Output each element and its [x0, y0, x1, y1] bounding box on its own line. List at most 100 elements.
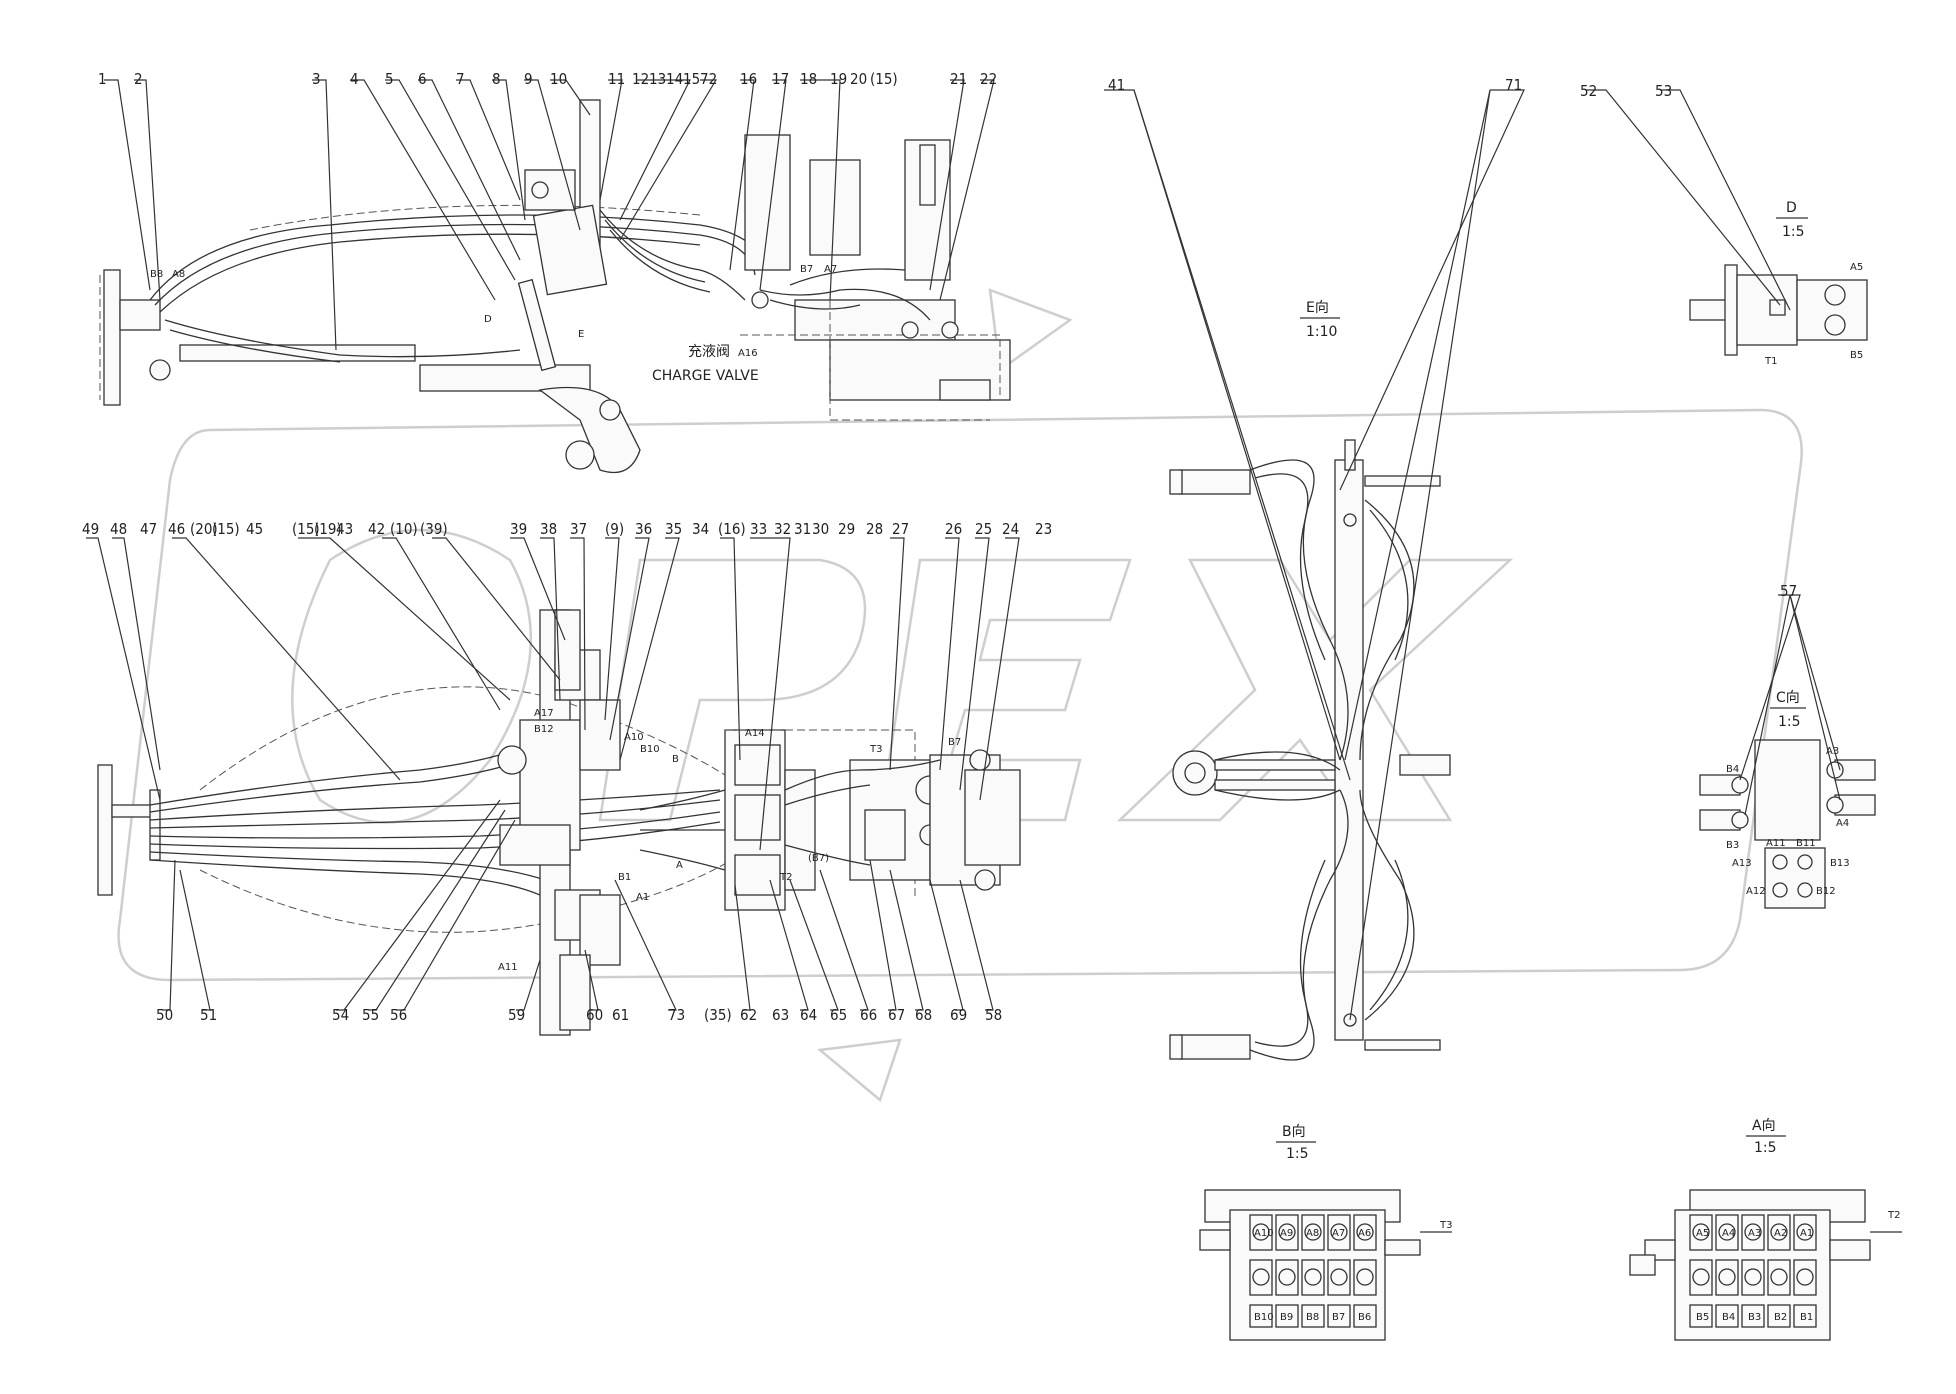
label-63: 63	[772, 1006, 789, 1024]
label-50: 50	[156, 1006, 173, 1024]
label-56: 56	[390, 1006, 407, 1024]
label-2: 2	[134, 70, 143, 88]
port-b3-c: B3	[1726, 840, 1739, 851]
port-a13-c: A13	[1732, 858, 1752, 869]
b-port-a10: A10	[1254, 1228, 1274, 1239]
view-e-title: E向	[1306, 300, 1329, 316]
label-36: 36	[635, 520, 652, 538]
label-59: 59	[508, 1006, 525, 1024]
section-d: D	[484, 314, 492, 325]
port-b4-c: B4	[1726, 764, 1739, 775]
label-30: 30	[812, 520, 829, 538]
leader-lines-top	[104, 79, 995, 351]
port-a12-c: A12	[1746, 886, 1766, 897]
label-18: 18	[800, 70, 817, 88]
label-7: 7	[456, 70, 465, 88]
a-port-b1: B1	[1800, 1312, 1813, 1323]
port-b12: B12	[534, 724, 554, 735]
label-35: 35	[665, 520, 682, 538]
a-port-a2: A2	[1774, 1228, 1787, 1239]
port-a5-d: A5	[1850, 262, 1863, 273]
port-a8: A8	[172, 269, 185, 280]
view-c-drawing	[1699, 594, 1876, 909]
label-9: 9	[524, 70, 533, 88]
port-b7-plan: B7	[948, 737, 961, 748]
label-46: 46	[168, 520, 185, 538]
view-b-title: B向	[1282, 1124, 1306, 1140]
plan-view-drawing	[97, 609, 1021, 1036]
label-21: 21	[950, 70, 967, 88]
label-64: 64	[800, 1006, 817, 1024]
label-39-ref: (39)	[420, 520, 448, 538]
label-29: 29	[838, 520, 855, 538]
label-71: 71	[1505, 76, 1522, 94]
b-port-a7: A7	[1332, 1228, 1345, 1239]
a-port-a4: A4	[1722, 1228, 1735, 1239]
label-6: 6	[418, 70, 427, 88]
label-15-ref-a: (15)	[212, 520, 240, 538]
label-66: 66	[860, 1006, 877, 1024]
a-port-b3: B3	[1748, 1312, 1761, 1323]
label-34: 34	[692, 520, 709, 538]
label-10: 10	[550, 70, 567, 88]
label-47: 47	[140, 520, 157, 538]
label-45: 45	[246, 520, 263, 538]
port-b7-ref: (B7)	[808, 853, 829, 864]
charge-valve-label-en: CHARGE VALVE	[652, 368, 759, 384]
label-12: 12	[632, 70, 649, 88]
label-31: 31	[794, 520, 811, 538]
b-port-b7: B7	[1332, 1312, 1345, 1323]
port-a3-c: A3	[1826, 746, 1839, 757]
port-t3-plan: T3	[869, 744, 882, 755]
label-67: 67	[888, 1006, 905, 1024]
label-23: 23	[1035, 520, 1052, 538]
b-port-b6: B6	[1358, 1312, 1371, 1323]
label-51: 51	[200, 1006, 217, 1024]
section-a: A	[676, 860, 683, 871]
label-72: 72	[700, 70, 717, 88]
label-27: 27	[892, 520, 909, 538]
label-39: 39	[510, 520, 527, 538]
port-b8: B8	[150, 269, 163, 280]
view-a-drawing	[1629, 1189, 1902, 1341]
label-61: 61	[612, 1006, 629, 1024]
view-b-drawing	[1199, 1189, 1452, 1341]
b-port-b9: B9	[1280, 1312, 1293, 1323]
port-a1: A1	[636, 892, 649, 903]
port-b10: B10	[640, 744, 660, 755]
port-b13-c: B13	[1830, 858, 1850, 869]
port-a10: A10	[624, 732, 644, 743]
label-5: 5	[385, 70, 394, 88]
label-25: 25	[975, 520, 992, 538]
label-26: 26	[945, 520, 962, 538]
section-b: B	[672, 754, 679, 765]
label-43: 43	[336, 520, 353, 538]
port-a16: A16	[738, 348, 758, 359]
section-e: E	[578, 329, 584, 340]
label-48: 48	[110, 520, 127, 538]
port-t2-a: T2	[1887, 1210, 1900, 1221]
b-port-a9: A9	[1280, 1228, 1293, 1239]
label-57: 57	[1780, 582, 1797, 600]
view-c-scale: 1:5	[1778, 714, 1801, 730]
view-a-title: A向	[1752, 1118, 1776, 1134]
port-a11-c: A11	[1766, 838, 1786, 849]
label-20-ref: (20)	[190, 520, 218, 538]
label-60: 60	[586, 1006, 603, 1024]
label-1: 1	[98, 70, 107, 88]
label-15-ref: (15)	[870, 70, 898, 88]
watermark	[117, 288, 1803, 1103]
label-65: 65	[830, 1006, 847, 1024]
a-port-a1: A1	[1800, 1228, 1813, 1239]
port-a14: A14	[745, 728, 765, 739]
b-view-ports	[1249, 1214, 1377, 1328]
b-port-b8: B8	[1306, 1312, 1319, 1323]
part-number-labels: 1 2 3 4 5 6 7 8 9 10 11 12 13 14 15 72 1…	[82, 70, 1900, 1323]
label-37: 37	[570, 520, 587, 538]
label-68: 68	[915, 1006, 932, 1024]
label-62: 62	[740, 1006, 757, 1024]
label-19: 19	[830, 70, 847, 88]
label-69: 69	[950, 1006, 967, 1024]
port-t2-plan: T2	[779, 872, 792, 883]
port-a11: A11	[498, 962, 518, 973]
